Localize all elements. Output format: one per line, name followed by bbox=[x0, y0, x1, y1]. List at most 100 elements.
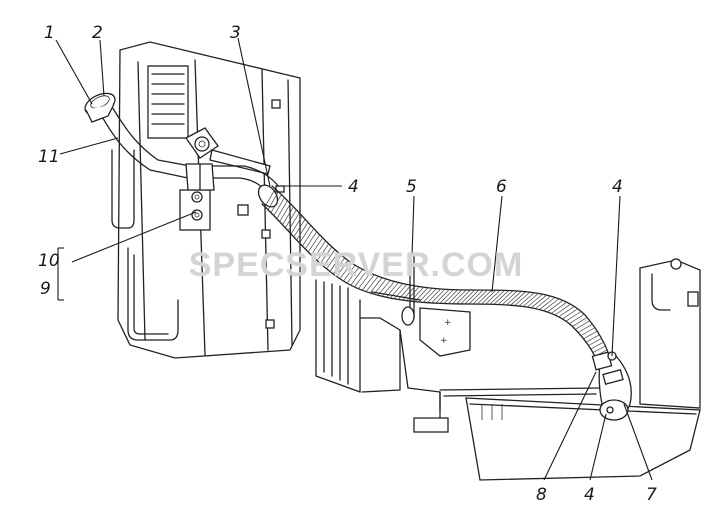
hose-corrugation-rib bbox=[485, 289, 501, 305]
hose-corrugation-rib bbox=[481, 289, 497, 305]
hose-corrugation-rib bbox=[580, 327, 595, 336]
svg-text:+: + bbox=[440, 336, 448, 346]
hose-corrugation-rib bbox=[296, 222, 309, 241]
hose-corrugation-rib bbox=[575, 320, 590, 330]
callout-5: 5 bbox=[406, 177, 417, 197]
callout-11: 11 bbox=[38, 147, 60, 167]
hose-corrugation-rib bbox=[468, 289, 484, 305]
hose-corrugation-rib bbox=[329, 255, 342, 272]
hose-corrugation-rib bbox=[427, 288, 441, 303]
hose-corrugation-rib bbox=[464, 289, 480, 305]
filler-cap bbox=[84, 92, 116, 123]
hose-corrugation-rib bbox=[585, 334, 600, 343]
hose-corrugation-rib bbox=[522, 293, 539, 307]
hose-corrugation-rib bbox=[497, 290, 514, 305]
hose-corrugation-rib bbox=[588, 338, 602, 346]
hose-corrugation-rib bbox=[313, 240, 326, 259]
hose-corrugation-rib bbox=[460, 289, 475, 305]
hose-corrugation-rib bbox=[506, 291, 522, 306]
hose-corrugation-rib bbox=[422, 288, 437, 303]
hose-corrugation-rib bbox=[477, 289, 492, 305]
hose-corrugation-rib bbox=[323, 249, 336, 267]
hose-corrugation-rib bbox=[452, 289, 467, 305]
callout-4-right: 4 bbox=[612, 177, 623, 197]
hose-corrugation-rib bbox=[447, 289, 463, 304]
hose-corrugation-rib bbox=[489, 290, 505, 305]
hose-corrugation-rib bbox=[282, 206, 294, 225]
hose-corrugation-rib bbox=[290, 215, 303, 235]
hose-corrugation-rib bbox=[569, 313, 585, 325]
callout-1: 1 bbox=[44, 23, 55, 43]
callout-6: 6 bbox=[496, 177, 507, 197]
hose-corrugation-rib bbox=[562, 308, 578, 320]
callout-2: 2 bbox=[92, 23, 103, 43]
hose-corrugation-rib bbox=[583, 330, 598, 340]
cab-body-panel bbox=[111, 41, 301, 359]
hose-corrugation-rib bbox=[350, 269, 363, 286]
hose-corrugation-rib bbox=[365, 276, 379, 292]
hose-corrugation-rib bbox=[369, 277, 383, 294]
fuel-tank-end bbox=[639, 258, 701, 409]
callout-9: 9 bbox=[40, 279, 51, 299]
hose-corrugation-rib bbox=[310, 237, 323, 256]
hose-corrugation-rib bbox=[287, 212, 300, 232]
callout-leaders bbox=[55, 37, 653, 481]
hose-corrugation-rib bbox=[336, 260, 349, 277]
callout-labels: 1 2 3 4 5 6 4 11 10 9 8 4 7 bbox=[38, 23, 657, 505]
callout-4-upper: 4 bbox=[348, 177, 359, 197]
hose-corrugation-rib bbox=[273, 197, 285, 216]
callout-10: 10 bbox=[38, 251, 60, 271]
hose-corrugation-rib bbox=[547, 300, 564, 313]
hose-corrugation-rib bbox=[293, 218, 306, 238]
callout-4-lower: 4 bbox=[584, 485, 595, 505]
hose-corrugation-rib bbox=[539, 297, 556, 310]
svg-text:+: + bbox=[444, 318, 452, 328]
hose-corrugation-rib bbox=[502, 290, 518, 305]
hose-corrugation-rib bbox=[514, 291, 531, 306]
hose-corrugation-rib bbox=[319, 246, 333, 264]
hose-corrugation-rib bbox=[354, 271, 367, 288]
hose-corrugation-rib bbox=[518, 292, 535, 307]
hose-corrugation-rib bbox=[276, 200, 288, 219]
hose-corrugation-rib bbox=[535, 295, 552, 309]
hose-support-bracket: + + bbox=[401, 254, 471, 357]
hose-corrugation-rib bbox=[590, 341, 604, 350]
hose-corrugation-rib bbox=[551, 301, 568, 314]
hose-corrugation-rib bbox=[531, 294, 547, 309]
hose-corrugation-rib bbox=[339, 262, 352, 280]
hose-corrugation-rib bbox=[326, 252, 339, 270]
hose-corrugation-rib bbox=[558, 306, 575, 318]
watermark-text: SPECSERVER.COM bbox=[189, 246, 524, 284]
hose-corrugation-rib bbox=[443, 289, 458, 304]
hose-corrugation-rib bbox=[572, 317, 588, 327]
hose-corrugation-rib bbox=[456, 289, 471, 305]
hose-corrugation-rib bbox=[510, 291, 526, 306]
callout-8: 8 bbox=[536, 485, 547, 505]
hose-corrugation-rib bbox=[543, 298, 560, 311]
hose-corrugation-rib bbox=[439, 289, 454, 304]
hose-corrugation-rib bbox=[267, 191, 279, 210]
callout-3: 3 bbox=[230, 23, 241, 43]
hose-corrugation-rib bbox=[418, 287, 433, 303]
hose-corrugation-rib bbox=[343, 265, 356, 282]
hose-corrugation-rib bbox=[431, 289, 446, 304]
hose-corrugation-rib bbox=[299, 225, 312, 244]
hose-corrugation-rib bbox=[592, 345, 606, 353]
hose-corrugation-rib bbox=[264, 188, 276, 208]
callout-7: 7 bbox=[646, 485, 657, 505]
hose-corrugation-rib bbox=[279, 203, 291, 222]
hose-corrugation-rib bbox=[316, 243, 329, 261]
hose-corrugation-rib bbox=[358, 272, 371, 289]
hose-corrugation-rib bbox=[554, 303, 571, 316]
hose-corrugation-rib bbox=[346, 267, 360, 284]
hose-corrugation-rib bbox=[307, 234, 320, 253]
hose-corrugation-rib bbox=[285, 209, 297, 228]
hose-elbow-lower bbox=[591, 351, 632, 421]
hose-corrugation-rib bbox=[270, 194, 282, 213]
hose-corrugation-rib bbox=[472, 289, 488, 305]
corrugated-fuel-hose bbox=[261, 185, 611, 365]
hose-corrugation-rib bbox=[361, 274, 375, 291]
chassis-frame bbox=[315, 279, 701, 481]
